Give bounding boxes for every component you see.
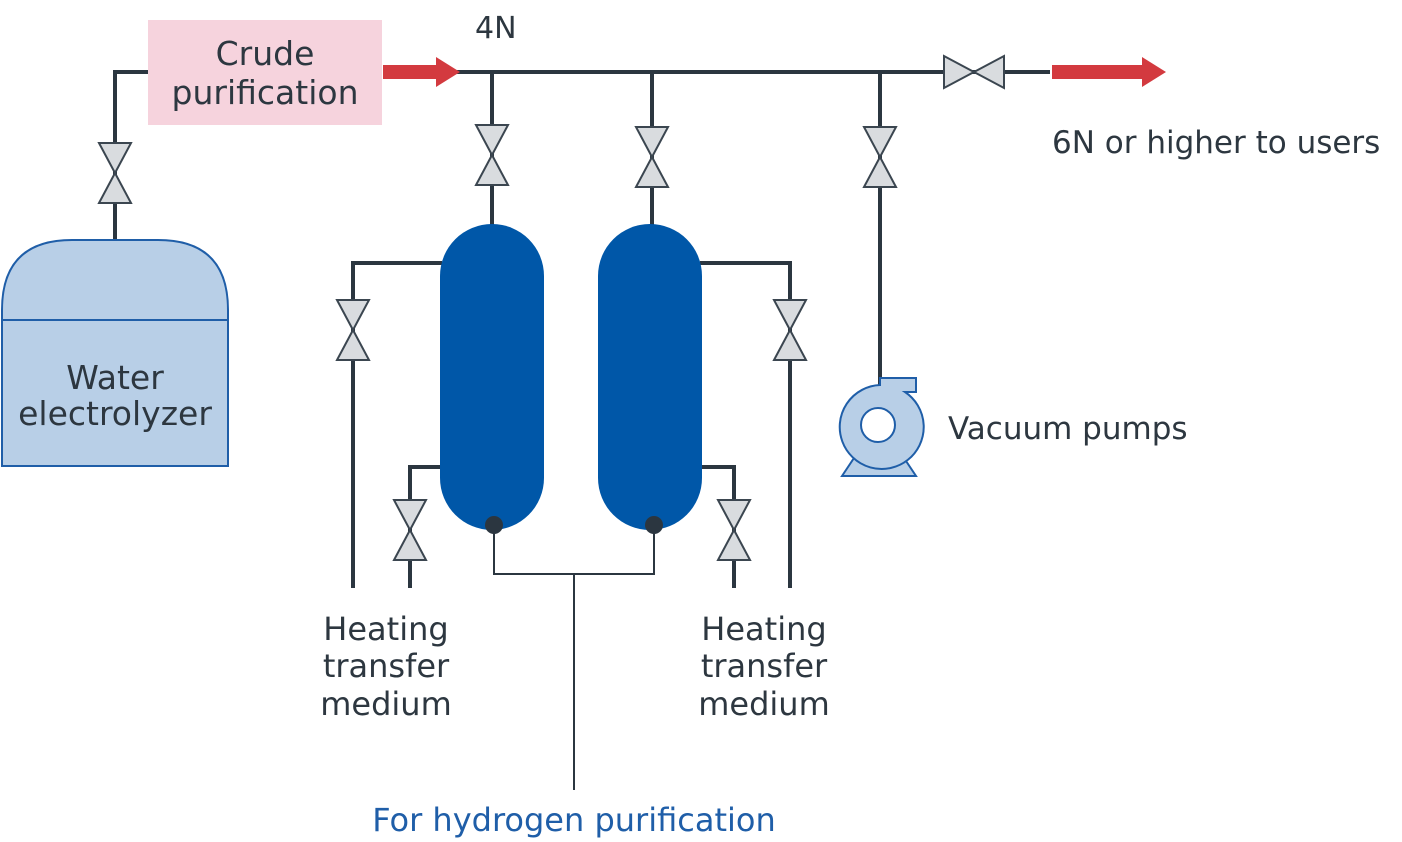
heating-line-right-lower [700, 465, 736, 588]
heating-left-label-line-1: Heating [323, 610, 448, 648]
purpose-label: For hydrogen purification [372, 801, 775, 839]
vessel-bottom-link [493, 525, 655, 575]
heating-line-left-upper [351, 261, 442, 588]
vessel-1-outlet-node [485, 516, 503, 534]
flow-arrow-out-shaft [1052, 65, 1144, 79]
heating-left-label-line-2: transfer [323, 647, 450, 685]
vessel-2-outlet-node [645, 516, 663, 534]
grade-in-label: 4N [475, 11, 517, 46]
valve-vessel-2-inlet-icon [634, 126, 670, 188]
vacuum-pump-icon [838, 377, 925, 477]
valve-heating-left-lower-icon [392, 499, 428, 561]
vacuum-pumps-label: Vacuum pumps [948, 411, 1188, 447]
flow-arrow-out-head [1142, 57, 1166, 87]
grade-out-label: 6N or higher to users [1052, 125, 1380, 161]
electrolyzer-tank-dome [1, 239, 229, 321]
crude-purification-box [148, 20, 382, 125]
adsorption-vessel-2 [598, 224, 702, 530]
heating-left-label-line-3: medium [320, 685, 452, 723]
flow-arrow-in-head [436, 57, 460, 87]
flow-arrow-in [383, 57, 460, 87]
adsorption-vessel-1 [440, 224, 544, 530]
electrolyzer-label-line-2: electrolyzer [18, 394, 212, 433]
valve-product-outlet-icon [943, 54, 1005, 90]
heating-line-left-lower [408, 465, 442, 588]
valve-heating-right-lower-icon [716, 499, 752, 561]
valve-heating-right-upper-icon [772, 299, 808, 361]
flow-arrow-in-shaft [383, 65, 438, 79]
valve-heating-left-upper-icon [335, 299, 371, 361]
electrolyzer-tank-body [1, 319, 229, 467]
valve-electrolyzer-icon [97, 142, 133, 204]
heating-right-label-line-3: medium [698, 685, 830, 723]
valve-vessel-1-inlet-icon [474, 124, 510, 186]
flow-arrow-out [1052, 57, 1166, 87]
crude-purification-label-line-2: purification [172, 73, 359, 112]
heating-right-label-line-1: Heating [701, 610, 826, 648]
heating-line-right-upper [700, 261, 792, 588]
heating-right-label-line-2: transfer [701, 647, 828, 685]
crude-purification-label-line-1: Crude [216, 34, 315, 73]
electrolyzer-label-line-1: Water [66, 358, 164, 397]
valve-vacuum-line-icon [862, 126, 898, 188]
